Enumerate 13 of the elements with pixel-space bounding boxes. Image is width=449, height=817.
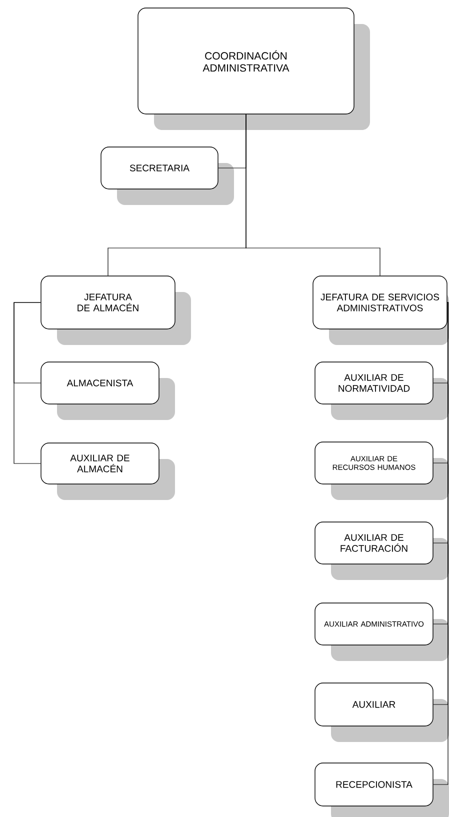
org-box: AUXILIAR DE ALMACÉN — [40, 442, 175, 500]
org-box: COORDINACIÓN ADMINISTRATIVA — [138, 8, 370, 130]
org-box: ALMACENISTA — [40, 362, 175, 420]
org-box: RECEPCIONISTA — [314, 762, 449, 817]
org-box: AUXILIAR — [314, 682, 449, 742]
org-box: AUXILIAR DE FACTURACIÓN — [314, 522, 449, 580]
org-box: SECRETARIA — [100, 146, 234, 205]
connector-line — [246, 114, 380, 276]
org-box: JEFATURA DE ALMACÉN — [40, 276, 191, 345]
org-box: AUXILIAR DE NORMATIVIDAD — [314, 362, 449, 420]
org-box: JEFATURA DE SERVICIOS ADMINISTRATIVOS — [312, 276, 449, 345]
connector-line — [14, 302, 41, 464]
connector-line — [433, 302, 448, 785]
